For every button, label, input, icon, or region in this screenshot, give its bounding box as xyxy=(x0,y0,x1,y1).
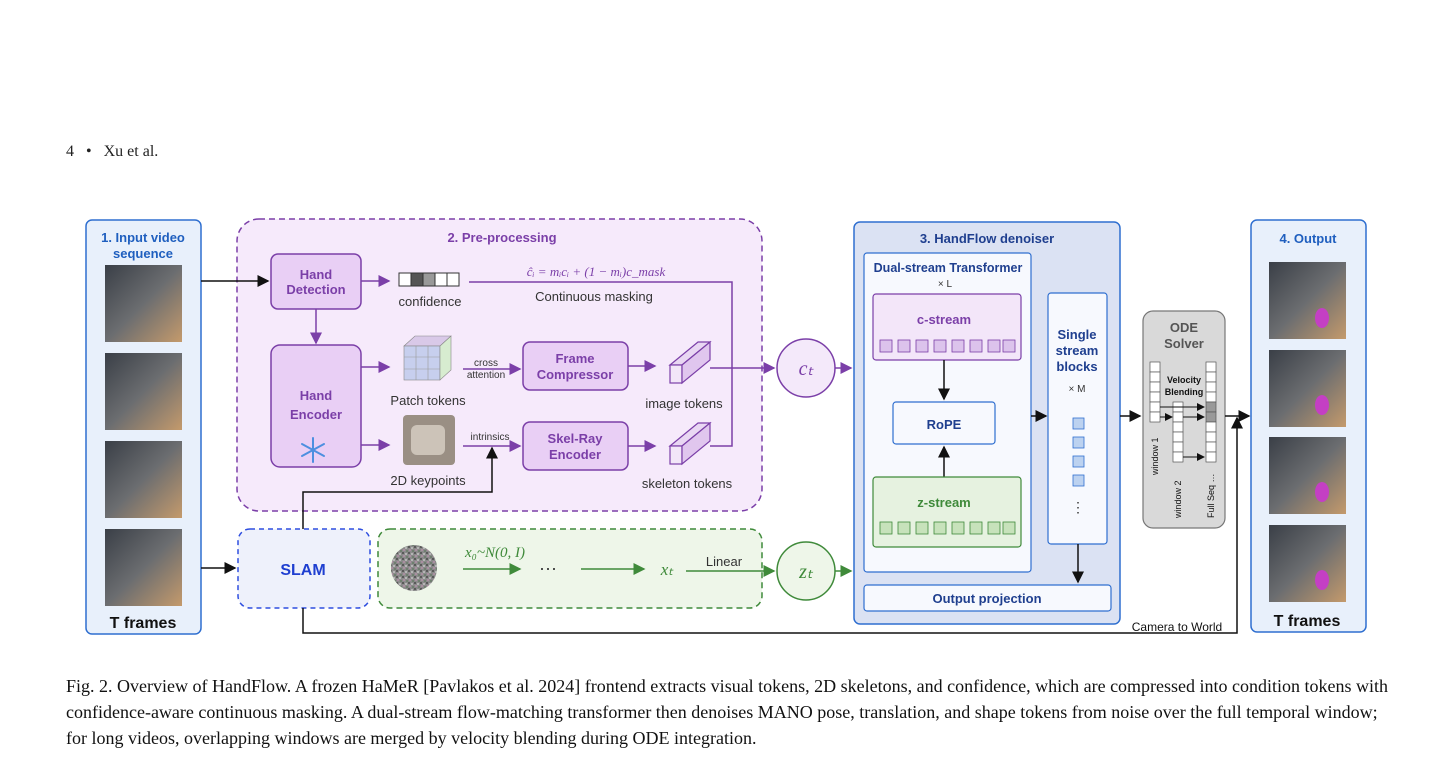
linear-label: Linear xyxy=(706,554,743,569)
output-panel: 4. Output T frames xyxy=(1250,219,1367,633)
zt-label: zₜ xyxy=(798,561,814,583)
input-footer: T frames xyxy=(110,615,177,632)
zt-node: zₜ xyxy=(776,541,836,601)
header-bullet: • xyxy=(86,143,92,160)
single-label-1: Single xyxy=(1057,327,1096,342)
ct-label: cₜ xyxy=(799,358,815,380)
denoiser-title: 3. HandFlow denoiser xyxy=(920,231,1054,246)
dual-stream-label: Dual-stream Transformer xyxy=(874,261,1023,275)
x0-label: x₀~N(0, I) xyxy=(464,545,525,561)
patch-tokens-cube xyxy=(403,335,452,381)
input-frame-4 xyxy=(105,529,182,606)
figure-caption: Fig. 2. Overview of HandFlow. A frozen H… xyxy=(66,676,1389,748)
hand-detection-label-1: Hand xyxy=(300,267,333,282)
frame-compressor-label-1: Frame xyxy=(555,351,594,366)
single-stream-tokens xyxy=(1072,417,1085,487)
rope-label: RoPE xyxy=(927,417,962,432)
input-title-2: sequence xyxy=(113,246,173,261)
window2-label: window 2 xyxy=(1173,480,1183,519)
input-panel: 1. Input video sequence T frames xyxy=(85,219,202,635)
denoiser-panel: 3. HandFlow denoiser Dual-stream Transfo… xyxy=(853,221,1121,625)
output-projection-label: Output projection xyxy=(932,591,1041,606)
input-title-1: 1. Input video xyxy=(101,230,185,245)
c-stream-tokens xyxy=(879,339,1016,353)
patch-tokens-label: Patch tokens xyxy=(390,393,466,408)
single-label-3: blocks xyxy=(1056,359,1097,374)
slam-label: SLAM xyxy=(280,562,325,579)
velocity-label-1: Velocity xyxy=(1167,375,1201,385)
output-projection-block xyxy=(863,584,1112,612)
velocity-label-2: Blending xyxy=(1165,387,1204,397)
xM-label: × M xyxy=(1069,384,1086,395)
masking-formula: ĉᵢ = mᵢcᵢ + (1 − mᵢ)c_mask xyxy=(527,264,666,279)
ct-node: cₜ xyxy=(776,338,836,398)
hand-encoder-label-1: Hand xyxy=(300,388,333,403)
ode-fullseq-cells xyxy=(1205,361,1217,463)
output-title: 4. Output xyxy=(1279,231,1337,246)
page-number: 4 xyxy=(66,143,74,160)
skeleton-tokens-prism xyxy=(668,421,712,466)
header-authors: Xu et al. xyxy=(103,143,159,160)
output-frame-2 xyxy=(1269,350,1346,427)
continuous-masking-label: Continuous masking xyxy=(535,289,653,304)
xL-label: × L xyxy=(938,279,953,290)
ode-solver-panel: ODE Solver Velocity Blending window 1 wi… xyxy=(1142,310,1226,529)
noise-image xyxy=(391,545,437,591)
preprocessing-panel: 2. Pre-processing Hand Detection Hand En… xyxy=(236,218,776,512)
rope-block xyxy=(892,401,996,445)
output-footer: T frames xyxy=(1274,613,1341,630)
skelray-label-1: Skel-Ray xyxy=(548,431,604,446)
window1-label: window 1 xyxy=(1150,437,1160,476)
slam-block: SLAM xyxy=(237,528,371,609)
z-stream-tokens xyxy=(879,521,1016,535)
z-stream-block xyxy=(872,476,1022,548)
hand-encoder-block xyxy=(270,344,362,468)
intrinsics-label: intrinsics xyxy=(471,432,510,443)
keypoints-label: 2D keypoints xyxy=(390,473,466,488)
output-frame-4 xyxy=(1269,525,1346,602)
input-frame-2 xyxy=(105,353,182,430)
hand-encoder-label-2: Encoder xyxy=(290,407,342,422)
ode-title-1: ODE xyxy=(1170,320,1199,335)
cross-attention-label-2: attention xyxy=(467,370,505,381)
skelray-label-2: Encoder xyxy=(549,447,601,462)
output-hand-overlays xyxy=(1315,308,1329,590)
ode-title-2: Solver xyxy=(1164,336,1204,351)
preprocessing-title: 2. Pre-processing xyxy=(447,230,556,245)
snowflake-icon xyxy=(301,437,325,463)
camera-to-world-label: Camera to World xyxy=(1132,620,1222,634)
single-label-2: stream xyxy=(1056,343,1099,358)
output-frame-1 xyxy=(1269,262,1346,339)
ode-window-1-cells xyxy=(1149,361,1161,423)
image-tokens-prism xyxy=(668,340,712,385)
noise-dots: ··· xyxy=(539,558,557,578)
frame-compressor-block xyxy=(522,341,629,391)
xt-label: xₜ xyxy=(660,560,675,579)
input-frame-3 xyxy=(105,441,182,518)
image-tokens-label: image tokens xyxy=(645,396,723,411)
cross-attention-label-1: cross xyxy=(474,358,498,369)
single-stream-vdots: ⋮ xyxy=(1071,499,1085,515)
frame-compressor-label-2: Compressor xyxy=(537,367,614,382)
page-header: 4 • Xu et al. xyxy=(66,143,166,161)
skeleton-tokens-label: skeleton tokens xyxy=(642,476,733,491)
noise-panel: x₀~N(0, I) ··· xₜ Linear xyxy=(377,528,776,609)
hand-detection-label-2: Detection xyxy=(286,282,345,297)
input-frame-1 xyxy=(105,265,182,342)
ode-window-2-cells xyxy=(1172,401,1184,463)
output-frame-3 xyxy=(1269,437,1346,514)
z-stream-label: z-stream xyxy=(917,495,970,510)
c-stream-label: c-stream xyxy=(917,312,971,327)
confidence-label: confidence xyxy=(399,294,462,309)
skelray-encoder-block xyxy=(522,421,629,471)
confidence-cells xyxy=(398,272,460,287)
fullseq-label: Full Seq … xyxy=(1206,473,1216,518)
